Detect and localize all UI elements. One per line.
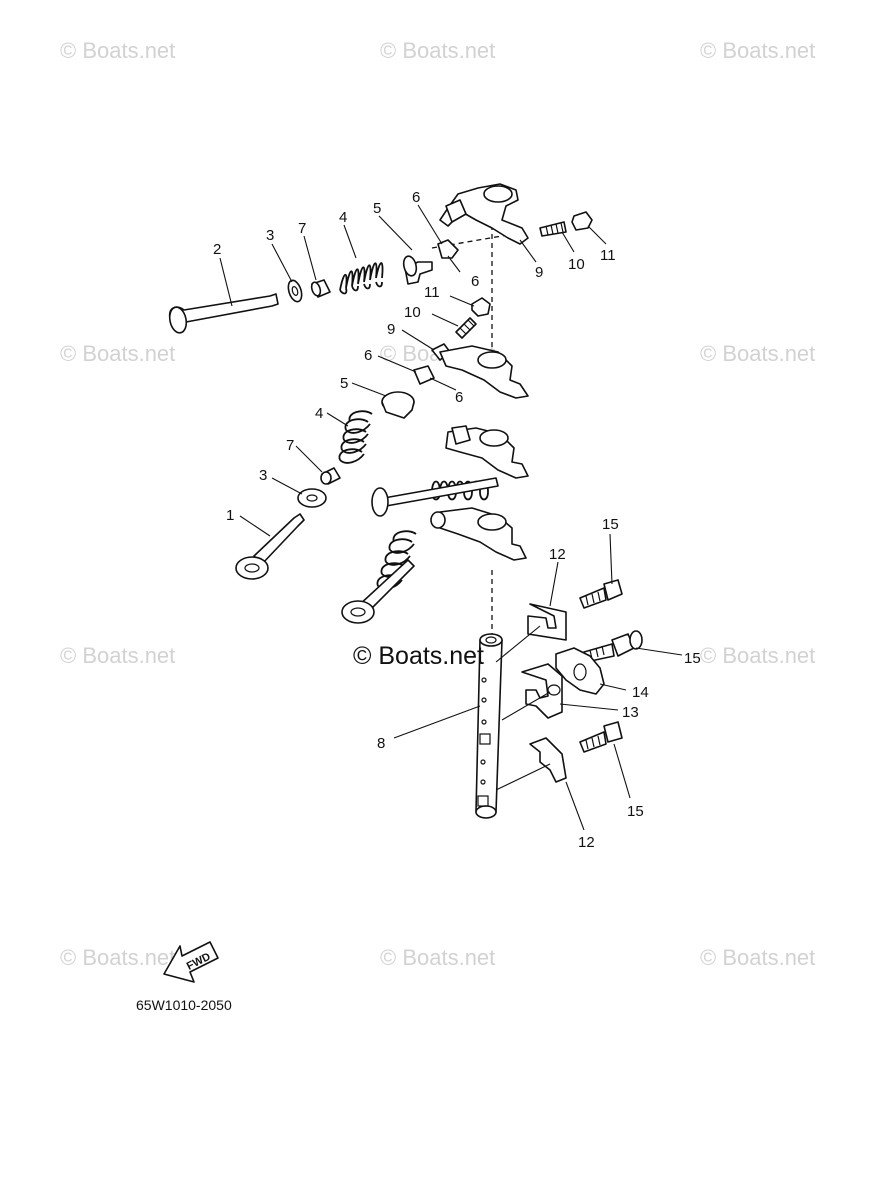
callout-4: 4 — [339, 209, 347, 226]
callout-7: 7 — [286, 437, 294, 454]
leader-lines — [219, 204, 683, 831]
callout-2: 2 — [213, 241, 221, 258]
watermark: © Boats.net — [60, 945, 175, 970]
watermark: © Boats.net — [60, 341, 175, 366]
watermark: © Boats.net — [700, 38, 815, 63]
valve-1 — [235, 513, 305, 580]
callout-14: 14 — [632, 684, 649, 701]
locknut-11-mid — [471, 297, 491, 317]
callout-11: 11 — [424, 284, 440, 301]
watermark-grid: © Boats.net © Boats.net © Boats.net © Bo… — [60, 38, 815, 970]
rocker-arm-mid — [439, 345, 529, 399]
plate-14 — [555, 647, 605, 695]
bolt-15-top — [579, 579, 623, 609]
diagram-code: 65W1010-2050 — [136, 997, 232, 1013]
shaft-holder-12-bottom — [529, 737, 567, 783]
callout-1: 1 — [226, 507, 234, 524]
bolt-15-bottom — [579, 721, 623, 753]
callout-4: 4 — [315, 405, 323, 422]
watermark: © Boats.net — [60, 38, 175, 63]
bolt-15-right — [583, 630, 643, 663]
axis-line — [431, 231, 526, 249]
callout-10: 10 — [568, 256, 585, 273]
rocker-arm-lower-b — [430, 507, 527, 561]
callout-8: 8 — [377, 735, 385, 752]
rocker-shaft-8 — [475, 633, 503, 819]
callout-11: 11 — [600, 247, 616, 264]
callout-9: 9 — [535, 264, 543, 281]
valve-lower-b — [341, 559, 415, 624]
watermark: © Boats.net — [700, 643, 815, 668]
spring-retainer-5 — [402, 255, 433, 285]
valve-spring-4 — [339, 262, 384, 295]
adjuster-6-mid — [413, 365, 435, 385]
callout-10: 10 — [404, 304, 421, 321]
valve-lower-a — [371, 477, 499, 517]
callout-7: 7 — [298, 220, 306, 237]
center-watermark: © Boats.net — [353, 642, 484, 670]
assembly-axes — [431, 225, 526, 640]
callout-6: 6 — [471, 273, 479, 290]
callout-13: 13 — [622, 704, 639, 721]
watermark: © Boats.net — [380, 945, 495, 970]
callouts: 1 2 3 3 4 4 5 5 6 6 6 6 7 7 8 9 9 10 10 … — [213, 189, 701, 851]
watermark: © Boats.net — [700, 341, 815, 366]
adjusting-screw-10-mid — [455, 317, 477, 339]
callout-5: 5 — [373, 200, 381, 217]
callout-12: 12 — [549, 546, 566, 563]
watermark: © Boats.net — [60, 643, 175, 668]
valve-stem-seal-7-mid — [320, 467, 341, 485]
shaft-holder-12-top — [527, 603, 567, 641]
callout-15: 15 — [627, 803, 644, 820]
adjuster-6-top — [437, 239, 459, 259]
valve-seal-3 — [287, 279, 303, 303]
callout-6: 6 — [455, 389, 463, 406]
valve-seal-3-mid — [297, 488, 327, 508]
adjusting-screw-10-top — [539, 221, 567, 237]
callout-15: 15 — [684, 650, 701, 667]
valve-2 — [168, 293, 279, 334]
valve-spring-4-mid — [338, 410, 373, 464]
callout-9: 9 — [387, 321, 395, 338]
callout-5: 5 — [340, 375, 348, 392]
callout-12: 12 — [578, 834, 595, 851]
callout-6: 6 — [364, 347, 372, 364]
valve-stem-seal-7 — [310, 279, 331, 298]
locknut-11-top — [571, 211, 593, 231]
rocker-arm-lower-a — [445, 425, 529, 479]
callout-3: 3 — [266, 227, 274, 244]
watermark: © Boats.net — [380, 38, 495, 63]
shaft-holder-13 — [521, 663, 563, 719]
callout-3: 3 — [259, 467, 267, 484]
callout-15: 15 — [602, 516, 619, 533]
watermark: © Boats.net — [700, 945, 815, 970]
spring-retainer-5-mid — [381, 391, 415, 419]
callout-6: 6 — [412, 189, 420, 206]
rocker-arm-9-top — [439, 183, 529, 245]
